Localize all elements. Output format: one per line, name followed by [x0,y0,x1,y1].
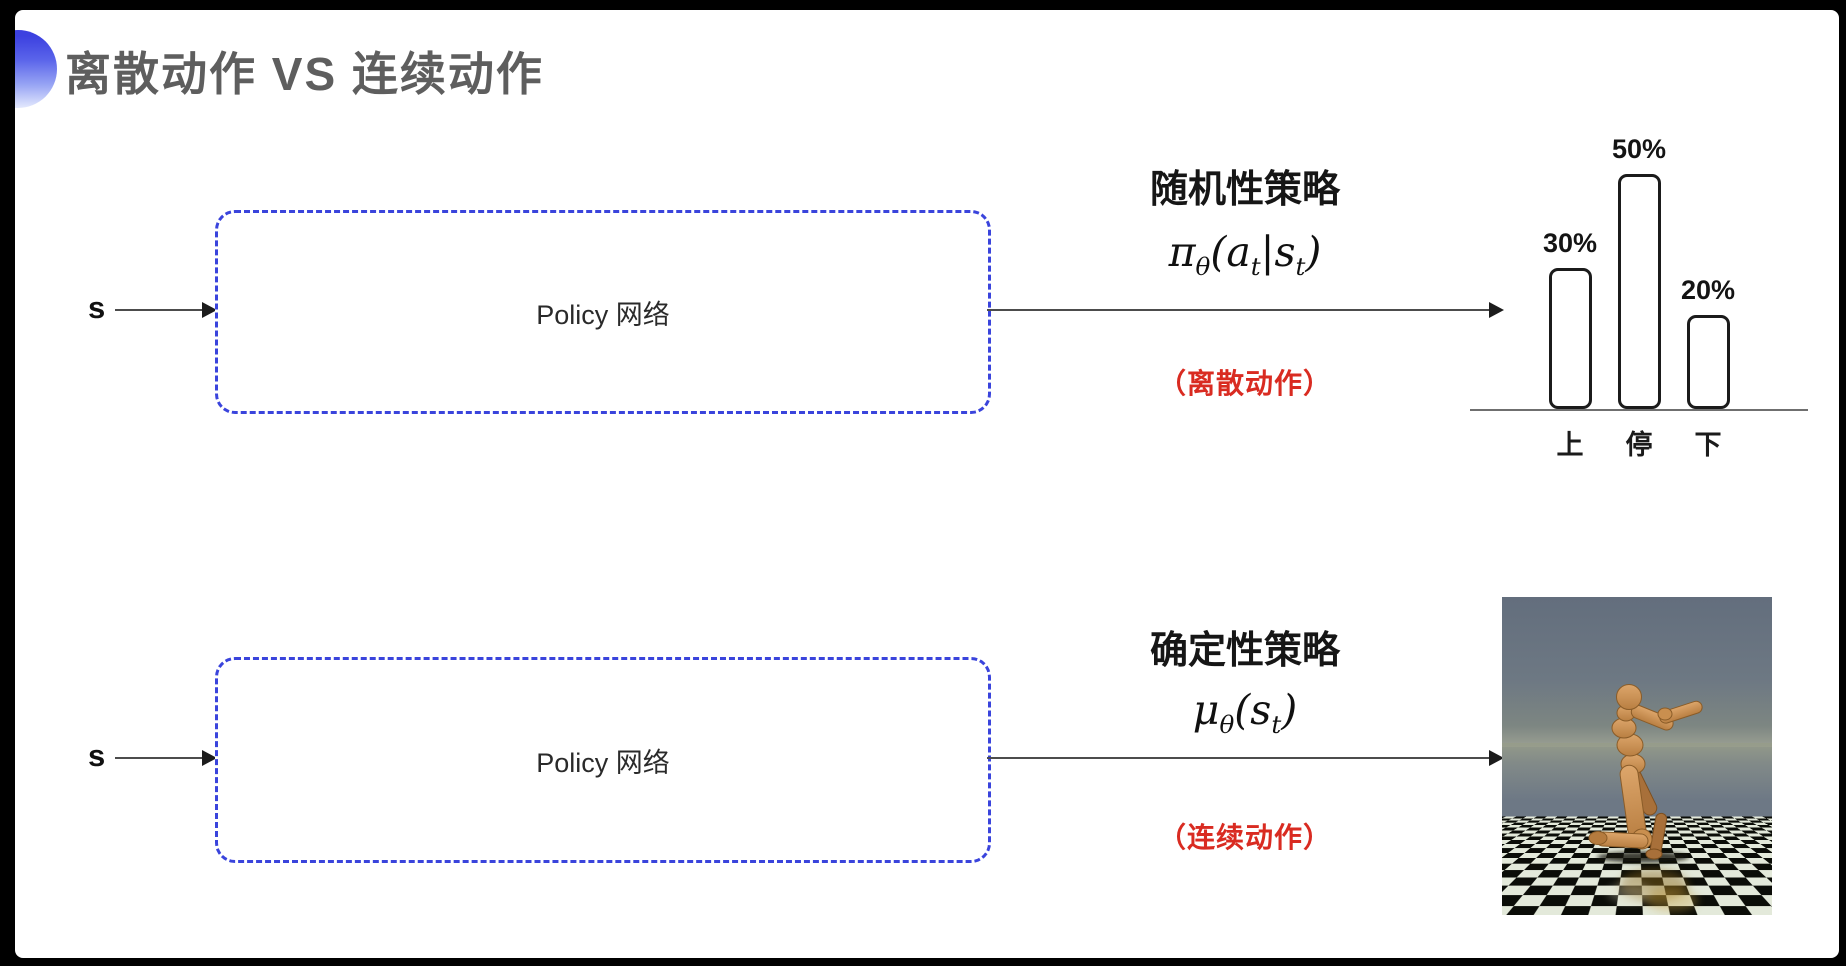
bar-value-label: 50% [1611,134,1667,164]
policy-network-box-bottom: Policy 网络 [215,657,991,863]
arrow-line [987,309,1490,311]
arrow-head-icon [1489,302,1504,318]
arrow-head-icon [202,750,217,766]
state-input-label-top: s [88,290,106,325]
arrow-line [115,757,203,759]
bar-category-label: 下 [1694,430,1722,460]
arrow-line [987,757,1490,759]
humanoid-robot-figure [1588,684,1703,912]
state-input-label-bottom: s [88,738,106,773]
arrow-head-icon [202,302,217,318]
discrete-action-note: （离散动作） [1157,368,1332,399]
bar-chart-bars: 30% 50% 20% [1470,113,1808,411]
arrow-line [115,309,203,311]
bar [1548,268,1592,409]
stochastic-policy-title-wrap: 随机性策略 [1055,158,1435,213]
input-arrow-top [115,302,217,318]
bar [1686,315,1730,409]
bar-category-label: 停 [1625,430,1653,460]
continuous-action-note: （连续动作） [1157,822,1332,853]
deterministic-policy-title-wrap: 确定性策略 [1055,619,1435,674]
discrete-action-note-wrap: （离散动作） [1055,362,1435,402]
stochastic-policy-formula-wrap: πθ(at|st) [1055,228,1435,281]
bar-chart-categories: 上停下 [1470,423,1808,462]
continuous-action-note-wrap: （连续动作） [1055,816,1435,856]
policy-network-label-top: Policy 网络 [536,299,670,330]
output-arrow-top [987,302,1504,318]
bar-group: 50% [1612,134,1666,409]
title-bullet-icon [15,30,57,108]
bar-value-label: 20% [1680,275,1736,305]
policy-network-box-top: Policy 网络 [215,210,991,414]
bar [1617,174,1661,409]
bar-group: 30% [1543,228,1597,409]
slide: 离散动作 VS 连续动作 s Policy 网络 随机性策略 πθ(at|st)… [15,10,1839,958]
bar-group: 20% [1681,275,1735,409]
sim-sky [1502,597,1772,747]
deterministic-policy-formula: μθ(st) [1192,686,1298,740]
bar-category-label: 上 [1556,430,1584,460]
stochastic-policy-title: 随机性策略 [1149,169,1340,211]
humanoid-simulation-image [1502,597,1772,915]
deterministic-policy-formula-wrap: μθ(st) [1055,686,1435,739]
bar-value-label: 30% [1542,228,1598,258]
input-arrow-bottom [115,750,217,766]
policy-network-label-bottom: Policy 网络 [536,747,670,778]
deterministic-policy-title: 确定性策略 [1149,630,1340,672]
page-title: 离散动作 VS 连续动作 [65,48,544,100]
arrow-head-icon [1489,750,1504,766]
output-arrow-bottom [987,750,1504,766]
stochastic-policy-formula: πθ(at|st) [1168,228,1322,282]
action-probability-bar-chart: 30% 50% 20% 上 停 下 [1470,113,1808,462]
